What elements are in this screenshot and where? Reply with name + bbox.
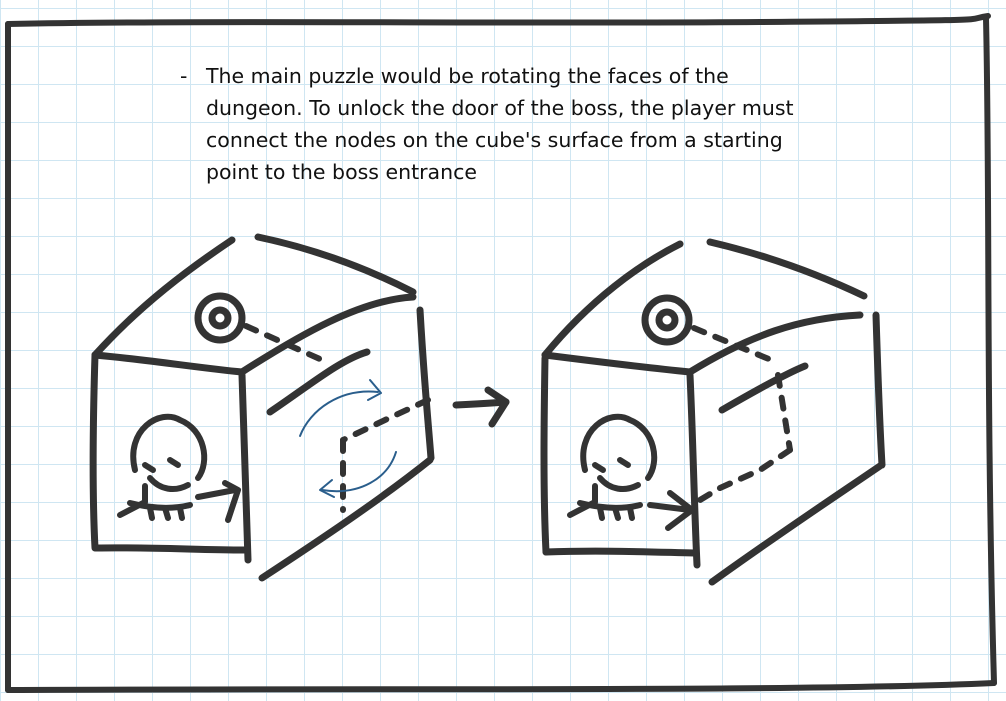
- boss-skull-icon: [117, 413, 241, 523]
- boss-skull-icon: [567, 413, 695, 531]
- start-node-icon: [641, 294, 693, 346]
- partial-path: [243, 323, 431, 513]
- page-border: [4, 13, 997, 693]
- transition-arrow: [452, 386, 510, 428]
- cube-after-rotation: [540, 238, 886, 586]
- start-node-icon: [194, 292, 246, 344]
- puzzle-description-text: The main puzzle would be rotating the fa…: [206, 64, 794, 184]
- connected-path: [687, 325, 793, 509]
- cube-before-rotation: [89, 233, 435, 582]
- bullet-dash: -: [180, 64, 188, 88]
- puzzle-description: - The main puzzle would be rotating the …: [180, 60, 820, 188]
- rotation-arrows: [299, 379, 397, 498]
